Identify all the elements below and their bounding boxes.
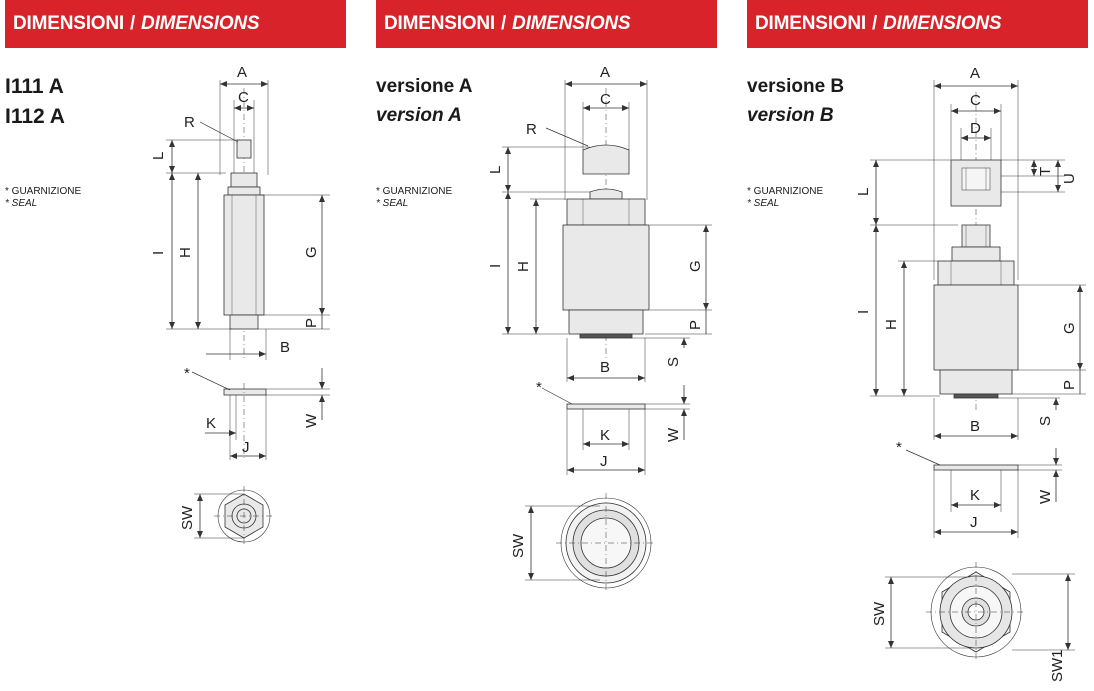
panel-1-labels: A C R L I H G P B * W K J SW	[150, 64, 320, 530]
seal-note-en: * SEAL	[5, 198, 38, 209]
dim-label-r: R	[526, 121, 537, 138]
seal-star: *	[896, 439, 902, 456]
version-b-it: versione B	[747, 76, 845, 97]
dim-label-a: A	[237, 64, 247, 81]
dim-label-w: W	[1037, 489, 1054, 504]
seal-note-en: * SEAL	[376, 198, 409, 209]
version-b-en: version B	[747, 105, 834, 126]
dim-label-i: I	[855, 310, 872, 314]
seal-note-3: * GUARNIZIONE * SEAL	[747, 186, 823, 210]
panel-3-labels: A C D T U L I H G P S B * W K J SW SW1	[855, 65, 1078, 682]
banner-title-it: DIMENSIONI	[384, 13, 495, 34]
dim-label-b: B	[600, 359, 610, 376]
panel-3-drawing	[870, 80, 1086, 662]
dim-label-w: W	[303, 413, 320, 428]
seal-note-en: * SEAL	[747, 198, 780, 209]
dim-label-p: P	[303, 318, 320, 328]
banner-title-en: DIMENSIONS	[141, 13, 260, 34]
dim-label-k: K	[206, 415, 216, 432]
dim-label-sw: SW	[179, 505, 196, 530]
dim-label-sw: SW	[510, 533, 527, 558]
dim-label-g: G	[1061, 322, 1078, 334]
banner-title-it: DIMENSIONI	[755, 13, 866, 34]
version-b-label-block: versione B version B	[747, 72, 844, 130]
dim-label-h: H	[515, 261, 532, 272]
header-banner-2: DIMENSIONI/DIMENSIONS	[376, 0, 717, 48]
dim-label-sw: SW	[871, 601, 888, 626]
dim-label-i: I	[487, 264, 504, 268]
dim-label-a: A	[970, 65, 980, 82]
dim-label-l: L	[487, 166, 504, 174]
panel-1-drawing	[166, 80, 330, 546]
dim-label-j: J	[600, 453, 608, 470]
seal-note-it: * GUARNIZIONE	[376, 186, 453, 197]
panel-2-drawing	[502, 80, 712, 593]
dim-label-s: S	[1037, 416, 1054, 426]
dim-label-r: R	[184, 114, 195, 131]
dim-label-l: L	[150, 152, 167, 160]
dim-label-l: L	[855, 188, 872, 196]
version-a-it: versione A	[376, 76, 473, 97]
dim-label-d: D	[970, 120, 981, 137]
dim-label-sw1: SW1	[1049, 649, 1066, 682]
banner-separator: /	[129, 13, 136, 34]
banner-title-it: DIMENSIONI	[13, 13, 124, 34]
dim-label-j: J	[242, 439, 250, 456]
dim-label-k: K	[970, 487, 980, 504]
dim-label-i: I	[150, 251, 167, 255]
model-i111a: I111 A	[5, 75, 64, 98]
dim-label-a: A	[600, 64, 610, 81]
dim-label-p: P	[687, 320, 704, 330]
banner-separator: /	[500, 13, 507, 34]
header-banner-1: DIMENSIONI/DIMENSIONS	[5, 0, 346, 48]
seal-note-it: * GUARNIZIONE	[747, 186, 824, 197]
dim-label-u: U	[1061, 173, 1078, 184]
panel-2-labels: A C R L I H G P S B * W K J SW	[487, 64, 704, 558]
dim-label-c: C	[600, 91, 611, 108]
dim-label-b: B	[280, 339, 290, 356]
dim-label-c: C	[970, 92, 981, 109]
dim-label-c: C	[238, 89, 249, 106]
banner-separator: /	[871, 13, 878, 34]
dim-label-g: G	[303, 246, 320, 258]
banner-title-en: DIMENSIONS	[512, 13, 631, 34]
version-a-label-block: versione A version A	[376, 72, 472, 130]
model-label-block: I111 A I112 A	[5, 72, 65, 132]
dim-label-h: H	[883, 319, 900, 330]
dim-label-w: W	[665, 427, 682, 442]
model-i112a: I112 A	[5, 105, 65, 128]
dim-label-k: K	[600, 427, 610, 444]
seal-star: *	[536, 379, 542, 396]
dim-label-g: G	[687, 260, 704, 272]
version-a-en: version A	[376, 105, 462, 126]
dim-label-h: H	[177, 247, 194, 258]
dim-label-b: B	[970, 418, 980, 435]
dim-label-j: J	[970, 514, 978, 531]
dim-label-p: P	[1061, 380, 1078, 390]
dim-label-t: T	[1037, 167, 1054, 176]
seal-note-it: * GUARNIZIONE	[5, 186, 82, 197]
header-banner-3: DIMENSIONI/DIMENSIONS	[747, 0, 1088, 48]
seal-star: *	[184, 365, 190, 382]
seal-note-1: * GUARNIZIONE * SEAL	[5, 186, 81, 210]
seal-note-2: * GUARNIZIONE * SEAL	[376, 186, 452, 210]
banner-title-en: DIMENSIONS	[883, 13, 1002, 34]
dim-label-s: S	[665, 357, 682, 367]
